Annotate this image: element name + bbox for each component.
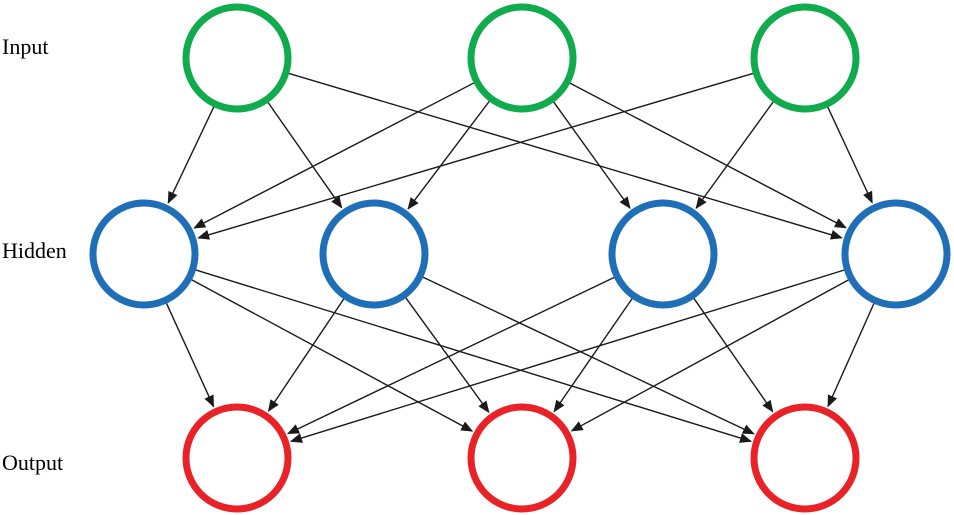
edge-hidden-2-to-output-2 — [403, 295, 490, 414]
edge-input-2-to-hidden-1 — [193, 81, 477, 229]
output-node-2 — [467, 403, 577, 513]
edge-input-1-to-hidden-1 — [167, 104, 216, 204]
hidden-node-2 — [319, 199, 429, 309]
edge-hidden-4-to-output-1 — [290, 268, 847, 443]
layer-label-input: Input — [2, 34, 49, 59]
edge-input-1-to-hidden-2 — [266, 100, 343, 209]
edge-hidden-1-to-output-2 — [189, 278, 474, 432]
output-node-3 — [750, 403, 860, 513]
edge-hidden-3-to-output-2 — [553, 296, 635, 413]
nodes — [89, 3, 951, 513]
edge-input-2-to-hidden-4 — [567, 81, 847, 229]
edge-hidden-3-to-output-3 — [692, 296, 774, 413]
hidden-node-3 — [608, 199, 718, 309]
input-node-3 — [750, 3, 860, 113]
edges — [164, 72, 876, 443]
edge-hidden-1-to-output-3 — [193, 268, 752, 443]
edge-input-3-to-hidden-1 — [197, 72, 756, 240]
edge-hidden-2-to-output-1 — [267, 296, 346, 412]
edge-hidden-2-to-output-3 — [420, 275, 755, 435]
edge-input-3-to-hidden-4 — [826, 104, 873, 204]
edge-hidden-4-to-output-3 — [827, 301, 876, 408]
layer-label-hidden: Hidden — [2, 238, 67, 263]
edge-hidden-4-to-output-2 — [570, 278, 851, 432]
hidden-node-1 — [89, 199, 199, 309]
edge-hidden-1-to-output-1 — [164, 301, 215, 408]
layer-label-output: Output — [2, 450, 64, 475]
edge-input-2-to-hidden-2 — [407, 99, 492, 210]
hidden-node-4 — [841, 199, 951, 309]
input-node-1 — [182, 3, 292, 113]
edge-input-3-to-hidden-3 — [695, 99, 776, 210]
edge-input-1-to-hidden-4 — [286, 72, 843, 240]
output-node-1 — [182, 403, 292, 513]
edge-input-2-to-hidden-3 — [551, 99, 631, 209]
edge-hidden-3-to-output-1 — [287, 275, 617, 435]
input-node-2 — [467, 3, 577, 113]
